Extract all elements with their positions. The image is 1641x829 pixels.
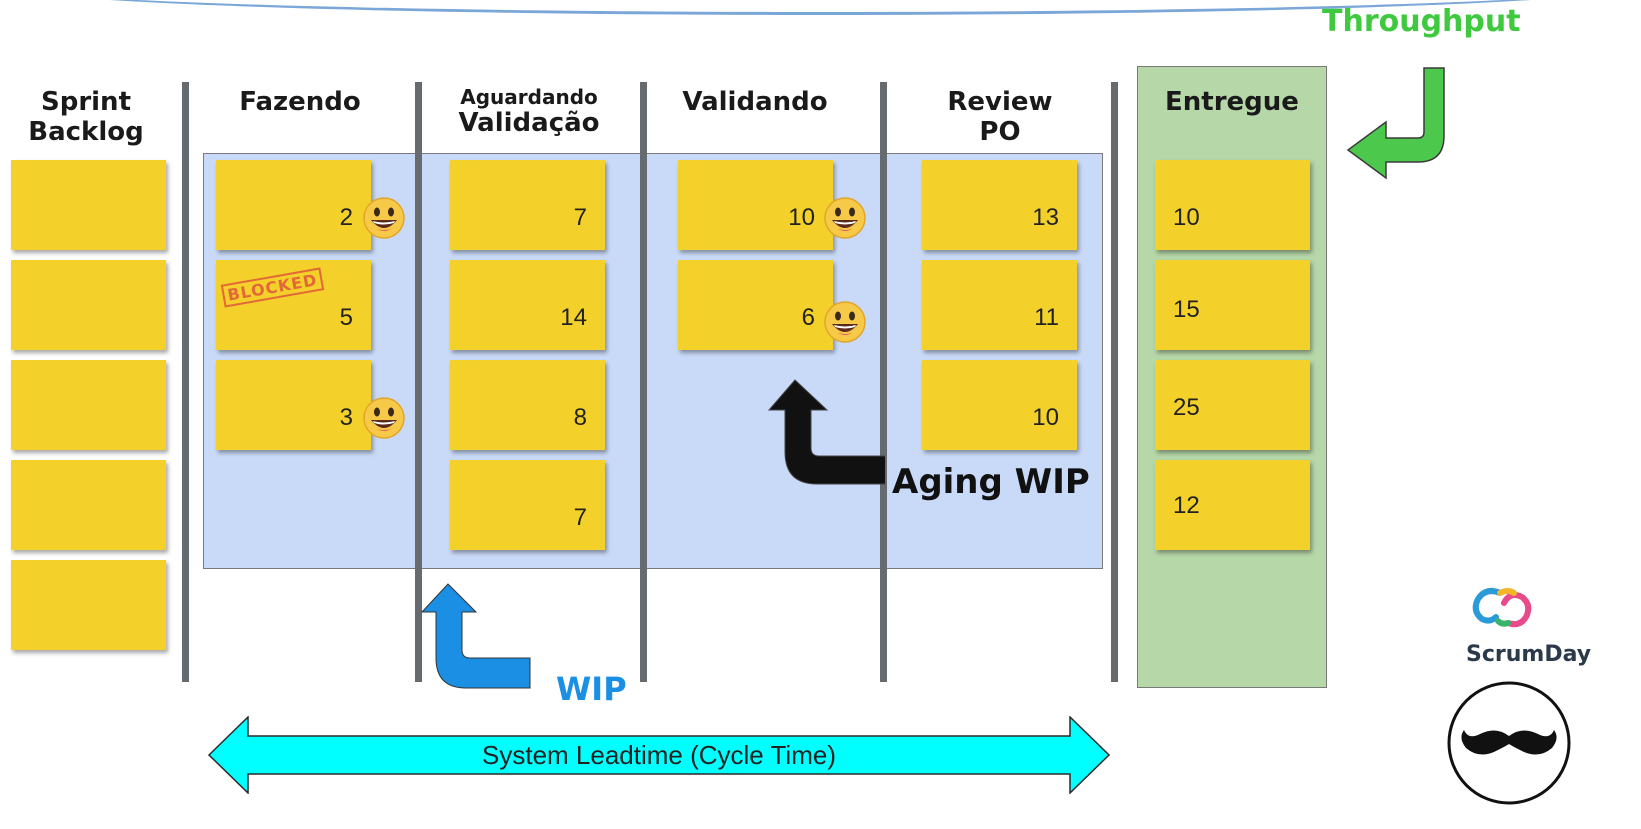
left-turn-arrow-icon [1346,67,1445,180]
fazendo-card: BLOCKED 5 [216,260,371,350]
card-age: 8 [573,404,587,431]
throughput-label: Throughput [1322,4,1521,39]
backlog-card [11,360,166,450]
smiley-icon [824,197,866,239]
column-title-backlog: Sprint Backlog [6,87,166,148]
card-age: 15 [1173,296,1200,323]
card-age: 14 [560,304,587,331]
card-age: 5 [339,304,353,331]
column-title-entregue: Entregue [1165,87,1299,117]
scrumday-logo [1472,588,1532,628]
column-title-line: Validação [458,108,600,138]
up-turn-arrow-icon [420,583,531,689]
column-title-fazendo: Fazendo [239,87,361,117]
card-age: 2 [339,204,353,231]
fazendo-card: 2 [216,160,371,250]
column-divider [415,82,422,682]
smiley-icon [363,397,405,439]
entregue-card: 15 [1155,260,1310,350]
aguardando-card: 8 [450,360,605,450]
smiley-icon [824,301,866,343]
review-card: 10 [922,360,1077,450]
review-card: 11 [922,260,1077,350]
smiley-icon [363,197,405,239]
card-age: 6 [801,304,815,331]
card-age: 25 [1173,394,1200,421]
up-turn-arrow-icon [767,379,885,485]
card-age: 10 [1032,404,1059,431]
backlog-card [11,560,166,650]
leadtime-label: System Leadtime (Cycle Time) [482,740,836,770]
column-divider [880,82,887,682]
review-card: 13 [922,160,1077,250]
aguardando-card: 7 [450,460,605,550]
card-age: 7 [573,504,587,531]
column-title-line: Aguardando [460,85,598,109]
entregue-card: 12 [1155,460,1310,550]
mustache-icon [1447,681,1571,805]
backlog-card [11,260,166,350]
wip-label: WIP [556,670,627,708]
entregue-card: 25 [1155,360,1310,450]
column-title-line: Review [947,87,1053,117]
card-age: 10 [788,204,815,231]
double-arrow-icon [208,716,1110,794]
card-age: 3 [339,404,353,431]
column-title-line: PO [979,116,1021,147]
entregue-card: 10 [1155,160,1310,250]
column-divider [182,82,189,682]
aguardando-card: 14 [450,260,605,350]
card-age: 10 [1173,204,1200,231]
column-title-review: Review PO [895,87,1105,148]
backlog-card [11,160,166,250]
card-age: 13 [1032,204,1059,231]
card-age: 7 [573,204,587,231]
column-divider [640,82,647,682]
column-divider [1111,82,1118,682]
column-title-aguardando: Aguardando Validação [424,86,634,139]
leadtime-arrow: System Leadtime (Cycle Time) [208,716,1110,794]
card-age: 11 [1034,304,1059,331]
aging-wip-label: Aging WIP [892,462,1090,502]
column-title-line: Sprint [40,87,131,117]
validando-card: 6 [678,260,833,350]
blocked-stamp: BLOCKED [220,267,325,308]
backlog-card [11,460,166,550]
column-title-line: Backlog [28,116,144,147]
aguardando-card: 7 [450,160,605,250]
card-age: 12 [1173,492,1200,519]
scrumday-brand: ScrumDay [1466,642,1592,667]
fazendo-card: 3 [216,360,371,450]
validando-card: 10 [678,160,833,250]
column-title-validando: Validando [682,87,828,117]
